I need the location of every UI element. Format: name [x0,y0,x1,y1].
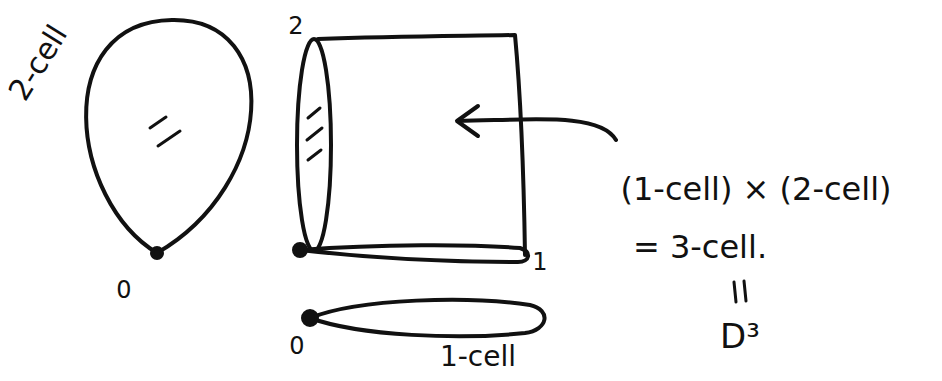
hatching [150,117,180,146]
arrow-head [457,106,478,136]
vertex-number: 0 [116,277,131,303]
two-cell-disk [86,20,251,253]
base-point [294,244,306,256]
disk-end [297,39,331,251]
base-point [303,311,317,325]
cell-label: 1-cell [440,342,516,373]
base-point [152,248,162,258]
equals-symbol [734,281,746,302]
cylinder-bottom [300,245,528,262]
equation-text: = 3-cell. [633,230,767,265]
vertex-number: 1 [532,249,547,275]
vertex-number: 0 [289,333,304,359]
vertex-number: 2 [288,13,303,39]
hatching [307,108,322,160]
pointer-arrow [458,119,616,140]
one-cell-loop [310,300,545,336]
product-formula: (1-cell) × (2-cell) [620,172,891,207]
cell-label: 2-cell [2,19,73,106]
disk-symbol: D³ [720,318,760,355]
cylinder-side [318,35,525,255]
